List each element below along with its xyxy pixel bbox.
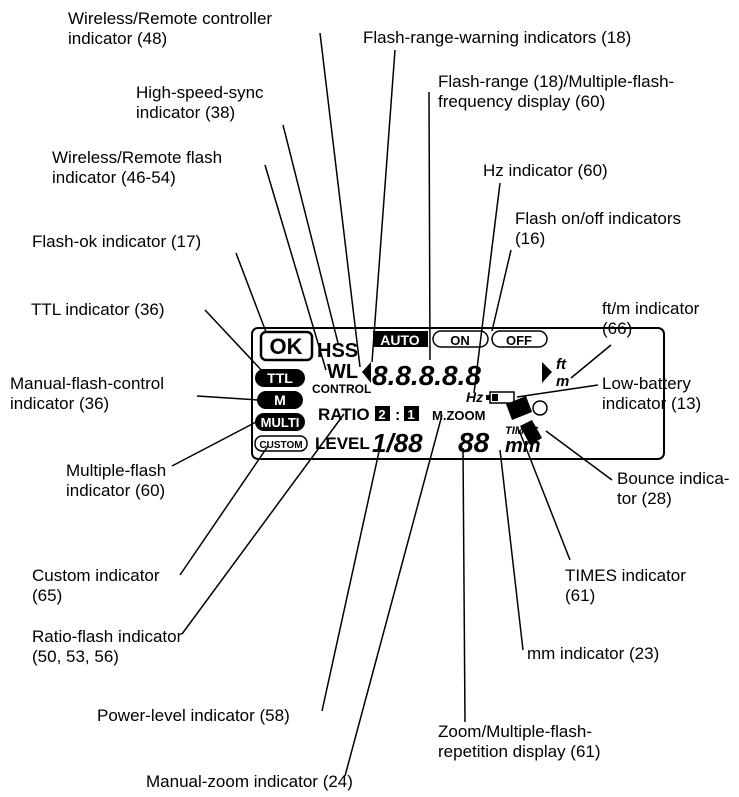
- auto-indicator-bg: [373, 331, 428, 347]
- low-battery-level: [492, 394, 498, 401]
- range-warning-left-arrow: [362, 362, 371, 383]
- bounce-lamp-icon: [532, 400, 548, 416]
- control-indicator: CONTROL: [312, 382, 371, 396]
- auto-indicator: AUTO: [380, 332, 420, 348]
- bounce-icon: [506, 396, 532, 420]
- label-wireless-remote-controller: Wireless/Remote controller indicator (48…: [68, 9, 273, 48]
- lcd-outline: [251, 327, 665, 460]
- label-wireless-remote-flash: Wireless/Remote flash indicator (46-54): [52, 148, 223, 187]
- label-ratio-flash: Ratio-flash indicator (50, 53, 56): [32, 627, 183, 666]
- off-indicator: OFF: [506, 333, 532, 348]
- leader-bounce: [545, 430, 613, 481]
- leader-flash-on-off: [491, 249, 512, 332]
- leader-times: [518, 429, 571, 561]
- power-level-display: 1/88: [372, 428, 423, 458]
- leader-ttl: [204, 309, 265, 374]
- ok-indicator: OK: [270, 334, 303, 359]
- label-multiple-flash: Multiple-flash indicator (60): [66, 461, 167, 500]
- level-indicator: LEVEL: [315, 434, 370, 453]
- leader-wireless-remote-flash: [264, 164, 327, 371]
- custom-indicator: CUSTOM: [259, 440, 302, 451]
- wl-indicator: WL: [327, 361, 358, 383]
- label-ttl: TTL indicator (36): [31, 300, 165, 319]
- on-indicator: ON: [450, 333, 470, 348]
- low-battery-terminal: [486, 395, 490, 400]
- m-indicator-bg: [257, 391, 303, 409]
- leader-hz-indicator: [473, 182, 501, 394]
- multi-indicator: MULTI: [261, 415, 300, 430]
- leader-manual-zoom: [344, 414, 443, 777]
- ttl-indicator: TTL: [267, 370, 293, 386]
- label-high-speed-sync: High-speed-sync indicator (38): [136, 83, 264, 122]
- leader-high-speed-sync: [282, 124, 339, 344]
- label-times: TIMES indicator (61): [565, 566, 686, 605]
- leader-low-battery: [516, 384, 599, 398]
- leader-flash-ok: [235, 252, 267, 333]
- leader-flash-range-display: [428, 91, 431, 361]
- ratio-b: 1: [407, 407, 414, 422]
- label-manual-zoom: Manual-zoom indicator (24): [146, 772, 353, 791]
- ratio-a-bg: [375, 406, 390, 421]
- flash-range-display: 8.8.8.8.8: [372, 360, 481, 391]
- label-low-battery: Low-battery indicator (13): [602, 374, 702, 413]
- off-indicator-box: [491, 330, 548, 348]
- label-zoom-repetition: Zoom/Multiple-flash- repetition display …: [438, 722, 601, 761]
- leader-manual-flash-control: [196, 395, 259, 401]
- label-flash-range-multiple-frequency: Flash-range (18)/Multiple-flash- frequen…: [438, 72, 675, 111]
- leader-zoom-repetition: [462, 447, 466, 723]
- leader-ratio-flash: [181, 413, 345, 635]
- label-flash-ok: Flash-ok indicator (17): [32, 232, 202, 251]
- ttl-indicator-bg: [255, 369, 305, 387]
- ratio-a: 2: [378, 407, 385, 422]
- on-indicator-box: [432, 330, 489, 348]
- range-warning-right-arrow: [542, 362, 552, 383]
- label-flash-on-off: Flash on/off indicators (16): [515, 209, 681, 248]
- label-custom: Custom indicator (65): [32, 566, 160, 605]
- label-hz-indicator: Hz indicator (60): [483, 161, 608, 180]
- ratio-colon: :: [395, 407, 400, 424]
- ok-indicator-box: [259, 330, 314, 362]
- manual-flash-indicator: M: [274, 392, 286, 408]
- leader-multiple-flash: [171, 420, 259, 467]
- leader-custom: [179, 445, 269, 576]
- leader-mm: [499, 449, 524, 651]
- mzoom-indicator: M.ZOOM: [432, 408, 485, 423]
- label-manual-flash-control: Manual-flash-control indicator (36): [10, 374, 165, 413]
- multi-indicator-bg: [255, 413, 305, 431]
- custom-indicator-box: [254, 435, 308, 452]
- ratio-b-bg: [404, 406, 419, 421]
- label-power-level: Power-level indicator (58): [97, 706, 290, 725]
- label-flash-range-warning: Flash-range-warning indicators (18): [363, 28, 632, 47]
- leader-flash-range-warning: [371, 49, 396, 363]
- m-indicator: m: [556, 373, 569, 390]
- hz-indicator: Hz: [466, 389, 483, 405]
- label-bounce: Bounce indica- tor (28): [617, 469, 730, 508]
- leader-ft-m: [570, 344, 612, 379]
- mm-indicator: mm: [505, 435, 541, 457]
- ft-indicator: ft: [556, 356, 567, 373]
- leader-wireless-remote-controller: [319, 32, 361, 368]
- label-mm: mm indicator (23): [527, 644, 660, 663]
- times-indicator: TIMES: [505, 425, 539, 437]
- bounce-head-icon: [520, 420, 542, 445]
- leader-power-level: [321, 446, 381, 712]
- hss-indicator: HSS: [317, 340, 358, 362]
